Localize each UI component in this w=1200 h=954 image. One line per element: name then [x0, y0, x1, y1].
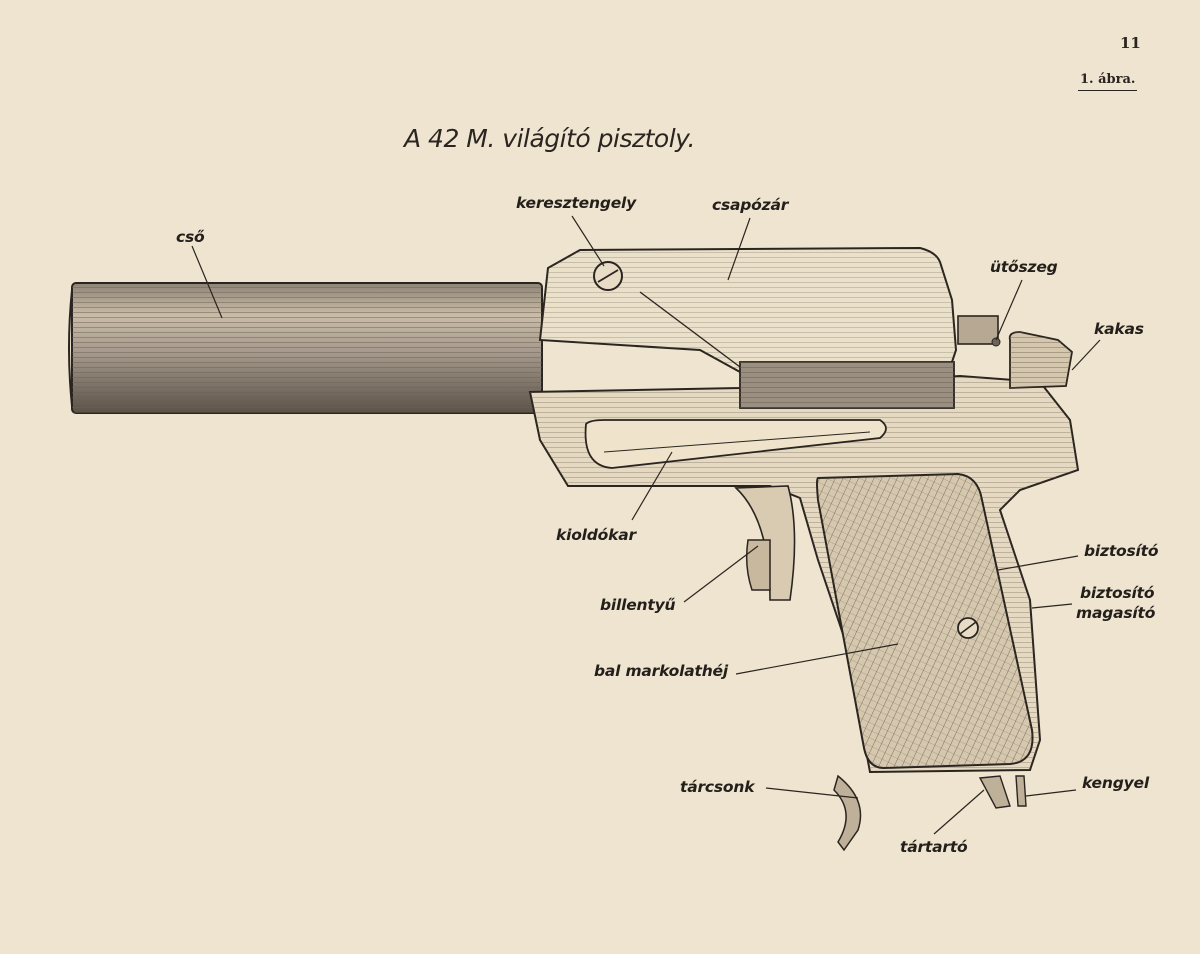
- leader-tartarto: [933, 789, 985, 835]
- page-number: 11: [1120, 34, 1141, 52]
- barrel: [68, 282, 543, 414]
- leader-billentyu: [683, 545, 759, 603]
- label-biztosito-magasito-line2: magasító: [1076, 604, 1156, 622]
- breech-block: [538, 246, 1073, 409]
- leader-biztosito-magasito: [1031, 603, 1073, 609]
- leader-keresztengely: [571, 215, 605, 267]
- leader-kengyel: [1025, 789, 1077, 797]
- leader-biztosito: [997, 555, 1079, 571]
- leader-lines: [191, 215, 1101, 835]
- label-csapozar: csapózár: [712, 196, 789, 214]
- label-billentyu: billentyű: [600, 596, 676, 614]
- leader-kakas: [1071, 339, 1101, 371]
- label-bal-markolathej: bal markolathéj: [594, 662, 728, 680]
- label-keresztengely: keresztengely: [516, 194, 637, 212]
- grip-plate: [816, 472, 1034, 770]
- label-kioldokar: kioldókar: [556, 526, 636, 544]
- label-kakas: kakas: [1094, 320, 1144, 338]
- leader-csapozar: [727, 217, 751, 281]
- leader-utoszeg: [995, 279, 1023, 341]
- label-tarcsonk: tárcsonk: [680, 778, 755, 796]
- label-utoszeg: ütőszeg: [990, 258, 1058, 276]
- label-biztosito-magasito-line1: biztosító: [1080, 584, 1155, 602]
- leader-bal-markolathej: [735, 643, 899, 675]
- figure-title: A 42 M. világító pisztoly.: [404, 124, 695, 153]
- label-biztosito: biztosító: [1084, 542, 1159, 560]
- label-cso: cső: [176, 228, 205, 246]
- label-tartarto: tártartó: [900, 838, 968, 856]
- leader-kioldokar: [631, 451, 673, 521]
- label-kengyel: kengyel: [1082, 774, 1149, 792]
- leader-tarcsonk: [765, 787, 859, 799]
- figure-number: 1. ábra.: [1078, 72, 1138, 91]
- leader-cso: [191, 245, 223, 319]
